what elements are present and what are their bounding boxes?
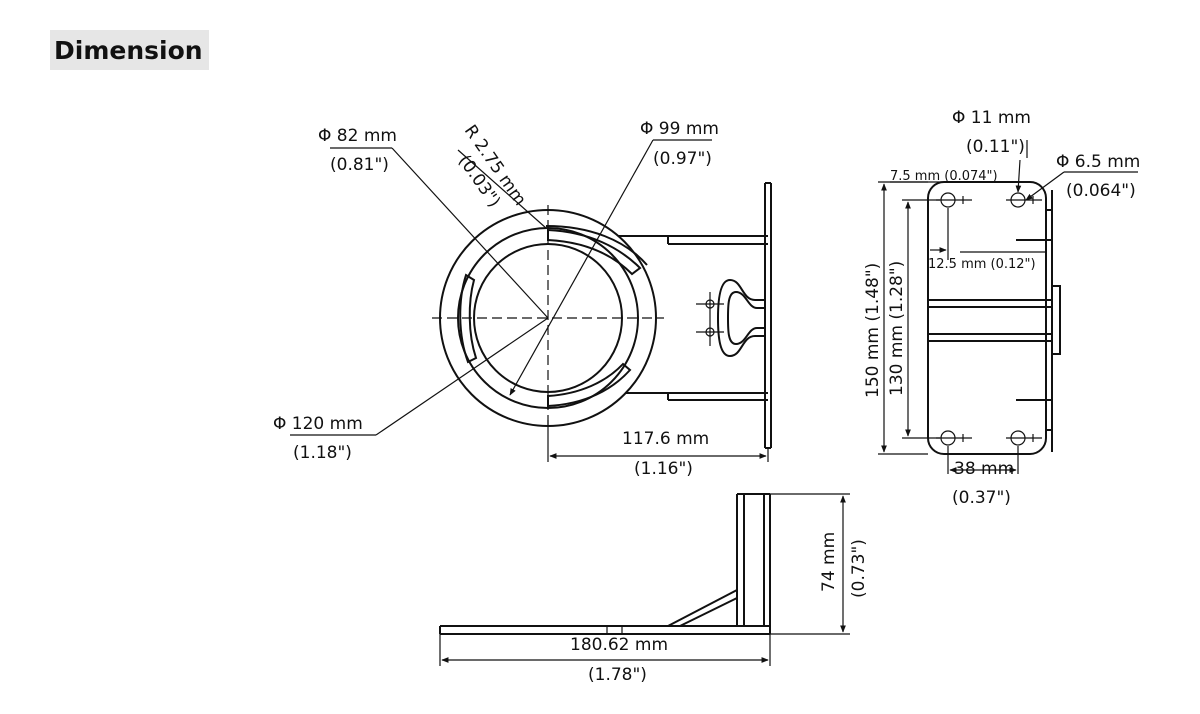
- width-180-label: 180.62 mm: [570, 635, 668, 655]
- width-38-label: 38 mm: [954, 459, 1014, 479]
- section-header: Dimension: [50, 30, 209, 70]
- hole-11-label: Φ 11 mm: [952, 108, 1031, 128]
- hole-6-5-label: Φ 6.5 mm: [1056, 152, 1140, 172]
- top-view: Φ 82 mm (0.81") R 2.75 mm (0.03") Φ 99 m…: [273, 119, 772, 479]
- width-180-inch-label: (1.78"): [588, 665, 647, 685]
- hole-6-5-inch-label: (0.064"): [1066, 181, 1136, 201]
- section-title: Dimension: [54, 35, 203, 65]
- hole-11-inch-label: (0.11"): [966, 137, 1025, 157]
- length-117-label: 117.6 mm: [622, 429, 709, 449]
- dia-82-label: Φ 82 mm: [318, 126, 397, 146]
- dia-99-inch-label: (0.97"): [653, 149, 712, 169]
- height-130-label: 130 mm (1.28"): [887, 261, 907, 396]
- side-view: 74 mm (0.73") 180.62 mm (1.78"): [439, 493, 869, 685]
- plate-view: Φ 11 mm (0.11") Φ 6.5 mm (0.064") 7.5 mm…: [863, 108, 1140, 508]
- offset-12-5-label: 12.5 mm (0.12"): [928, 257, 1036, 272]
- height-74-label: 74 mm: [819, 532, 839, 592]
- dia-120-label: Φ 120 mm: [273, 414, 363, 434]
- top-view-leaders: [290, 139, 769, 462]
- width-38-inch-label: (0.37"): [952, 488, 1011, 508]
- height-74-inch-label: (0.73"): [849, 539, 869, 598]
- plate-holes: [936, 192, 1042, 446]
- top-view-arm: [605, 182, 772, 449]
- length-117-inch-label: (1.16"): [634, 459, 693, 479]
- offset-7-5-label: 7.5 mm (0.074"): [890, 169, 998, 184]
- dia-120-inch-label: (1.18"): [293, 443, 352, 463]
- height-150-label: 150 mm (1.48"): [863, 263, 883, 398]
- dia-82-inch-label: (0.81"): [330, 155, 389, 175]
- dia-99-label: Φ 99 mm: [640, 119, 719, 139]
